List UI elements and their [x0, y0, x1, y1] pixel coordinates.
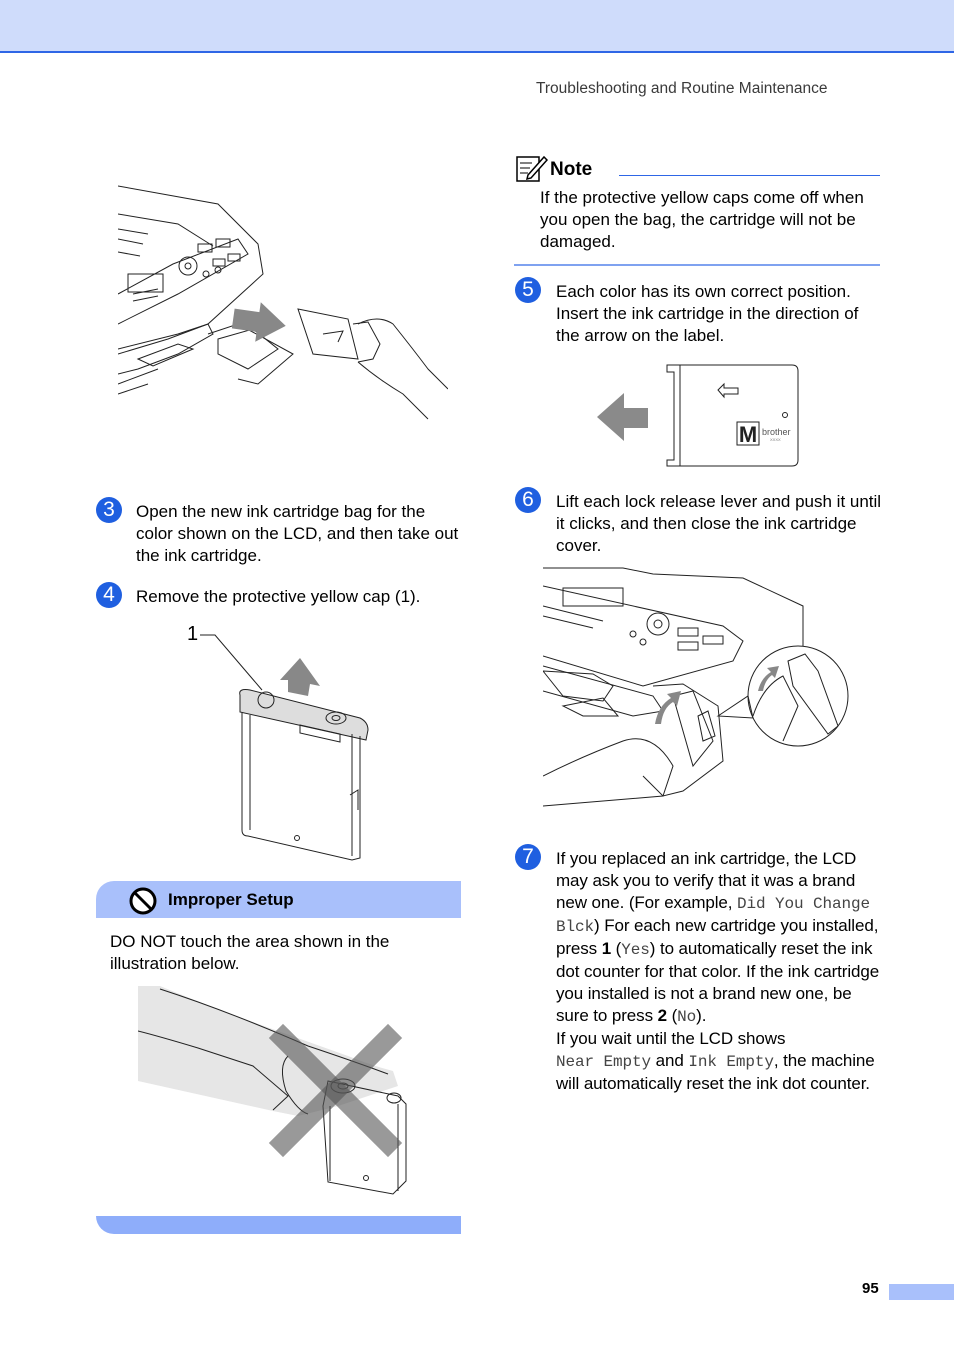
- step-5-badge: 5: [515, 277, 541, 303]
- step-5-text: Each color has its own correct position.…: [556, 282, 859, 345]
- figure-lock-lever: [543, 567, 849, 807]
- step-4-text: Remove the protective yellow cap (1).: [136, 587, 421, 606]
- label-code: XXXX: [770, 437, 781, 442]
- step-7-intro: If you replaced an ink cartridge, the LC…: [556, 849, 857, 912]
- step-7-closing: , the machine will automatically reset t…: [556, 1051, 875, 1093]
- figure-do-not-touch: [138, 986, 407, 1195]
- note-bottom-rule: [514, 264, 880, 266]
- key-yes: 1: [601, 939, 612, 958]
- note-text: If the protective yellow caps come off w…: [540, 188, 864, 251]
- lcd-ink-empty: Ink Empty: [688, 1053, 774, 1071]
- page-number: 95: [862, 1280, 879, 1297]
- improper-setup-header: Improper Setup: [96, 881, 461, 918]
- prohibited-icon: [129, 887, 157, 915]
- improper-setup-footer-band: [96, 1216, 461, 1234]
- figure-cartridge-cap: [200, 634, 369, 861]
- page-number-band: [889, 1284, 954, 1300]
- step-7-badge: 7: [515, 844, 541, 870]
- step-7-text: If you replaced an ink cartridge, the LC…: [556, 849, 880, 1093]
- note-title: Note: [550, 159, 593, 180]
- lcd-yes-label: Yes: [621, 941, 650, 959]
- step-7-yes-sentence: ) to automatically reset the ink dot cou…: [556, 939, 880, 1025]
- step-7-after-example: ) For each new cartridge you installed, …: [556, 916, 879, 958]
- lcd-example-message: Did You Change Blck: [556, 895, 871, 936]
- key-no: 2: [657, 1006, 667, 1025]
- running-header: Troubleshooting and Routine Maintenance: [536, 80, 828, 97]
- step-6-text: Lift each lock release lever and push it…: [556, 492, 882, 555]
- lcd-near-empty: Near Empty: [556, 1053, 652, 1071]
- step-6-badge: 6: [515, 487, 541, 513]
- step-4-badge: 4: [96, 582, 122, 608]
- improper-setup-title: Improper Setup: [168, 890, 294, 909]
- step-7-wait-sentence: If you wait until the LCD shows: [556, 1029, 786, 1048]
- note-rule: [619, 175, 880, 176]
- lcd-no-label: No: [677, 1008, 697, 1026]
- step-3-text: Open the new ink cartridge bag for the c…: [136, 502, 459, 565]
- cap-callout-number: 1: [187, 623, 199, 645]
- figure-printer-cartridge-removal: [118, 185, 448, 420]
- top-band: [0, 0, 954, 53]
- label-brand: brother: [762, 427, 791, 437]
- label-color-letter: M: [739, 422, 757, 447]
- figure-cartridge-label: M brother XXXX: [597, 364, 799, 467]
- step-3-badge: 3: [96, 497, 122, 523]
- step-7-and: and: [655, 1051, 684, 1070]
- note-pencil-icon: [516, 155, 548, 182]
- improper-setup-text: DO NOT touch the area shown in the illus…: [110, 932, 390, 973]
